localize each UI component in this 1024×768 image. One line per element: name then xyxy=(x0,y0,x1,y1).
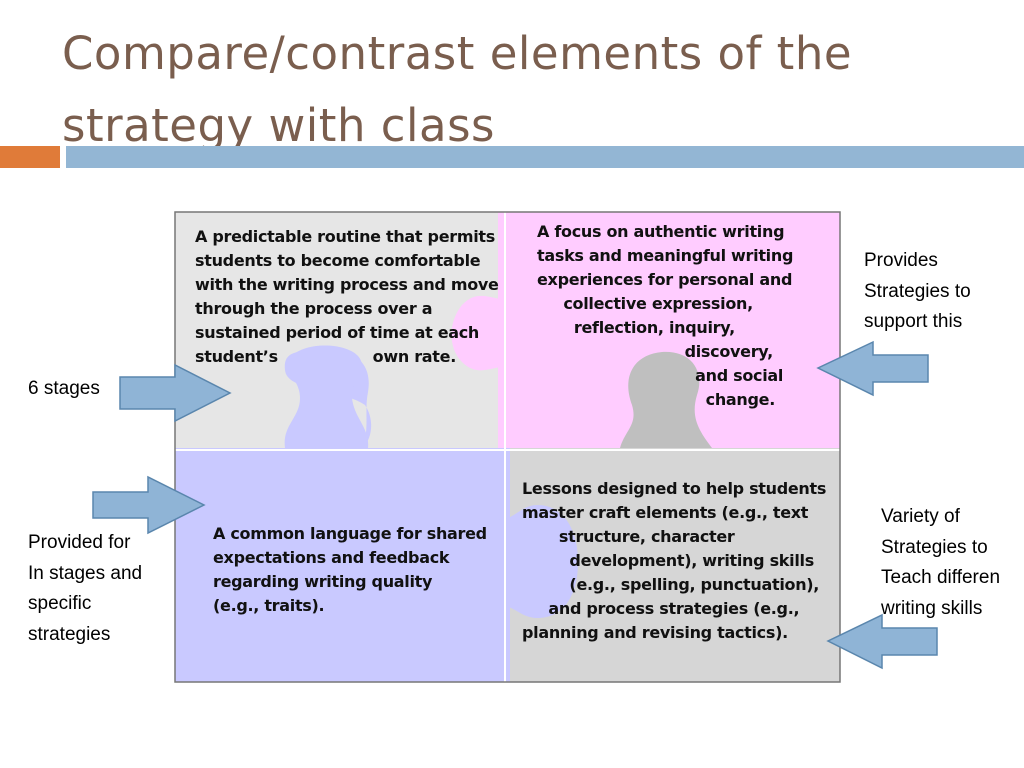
puzzle-text-top-right: A focus on authentic writing tasks and m… xyxy=(537,222,794,409)
puzzle-knob-gray-top xyxy=(620,351,712,448)
puzzle-text-bottom-left: A common language for shared expectation… xyxy=(213,524,487,615)
puzzle-knob-lavender-top xyxy=(284,345,369,448)
puzzle-knob-lavender-right xyxy=(498,505,578,618)
puzzle-text-top-left: A predictable routine that permits stude… xyxy=(195,227,499,366)
puzzle-piece-bottom-left xyxy=(175,351,510,682)
accent-bar-orange xyxy=(0,146,60,168)
puzzle-knob-pink-left xyxy=(451,295,510,371)
callout-six-stages: 6 stages xyxy=(28,378,100,399)
callout-provides-strategies: Provides Strategies to support this xyxy=(864,250,971,332)
accent-bar-blue xyxy=(66,146,1024,168)
accent-bar-blue-fill xyxy=(66,146,1024,168)
slide-title: Compare/contrast elements of the strateg… xyxy=(62,27,853,152)
accent-bar-orange-fill xyxy=(0,146,60,168)
puzzle-frame xyxy=(174,211,841,683)
callout-provided-for: Provided for In stages and specific stra… xyxy=(28,532,143,645)
callout-variety: Variety of Strategies to Teach differen … xyxy=(881,506,1001,619)
puzzle-text-bottom-right: Lessons designed to help students master… xyxy=(522,479,827,642)
